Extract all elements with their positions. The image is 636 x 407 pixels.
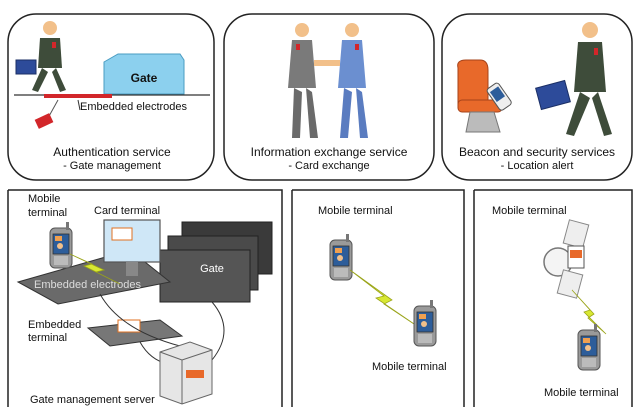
- embedded-electrodes-label-top: Embedded electrodes: [80, 101, 188, 113]
- embedded-electrodes-label-bottom: Embedded electrodes: [34, 279, 142, 291]
- panel-subtitle-information-exchange: - Card exchange: [288, 160, 369, 172]
- gate-label-bottom: Gate: [200, 263, 224, 275]
- cable-line: [99, 293, 181, 347]
- mobile-terminal-label-left-line2: terminal: [28, 207, 67, 219]
- gate-front-block: [159, 249, 251, 303]
- panel-frame: [473, 189, 633, 407]
- card-icon: [117, 319, 141, 333]
- briefcase-icon: [535, 79, 571, 111]
- mobile-phone-icon-right-bottom: [577, 323, 601, 371]
- mobile-terminal-label-mid-top: Mobile terminal: [318, 205, 393, 217]
- bottom-panel-card-exchange: Mobile terminal Mobile terminal: [291, 189, 465, 407]
- mobile-phone-icon-mid-top: [329, 233, 353, 281]
- cable-line: [211, 301, 225, 361]
- chair-figure: [457, 59, 503, 133]
- top-panel-authentication: Gate Embedded electrodes Authentication …: [7, 13, 215, 181]
- panel-title-authentication: Authentication service: [53, 145, 171, 159]
- card-icon: [111, 227, 133, 241]
- mobile-terminal-label-left: Mobile terminal: [28, 193, 67, 219]
- handshake-figures: [288, 23, 368, 138]
- panel-subtitle-beacon-security: - Location alert: [501, 160, 574, 172]
- panel-frame: [223, 13, 435, 181]
- mobile-terminal-label-right-top: Mobile terminal: [492, 205, 567, 217]
- walking-man-figure: [15, 21, 66, 92]
- panel-subtitle-authentication: - Gate management: [63, 160, 161, 172]
- panel-frame: [7, 189, 283, 407]
- walking-man-briefcase-figure: [535, 22, 612, 136]
- lightning-bolt-icon: [571, 289, 607, 335]
- phone-on-chair-icon: [486, 82, 512, 111]
- lightning-bolt-icon: [69, 253, 121, 285]
- bottom-panel-gate-management: Gate Embedded electrodes Card terminal M…: [7, 189, 283, 407]
- card-terminal-label: Card terminal: [94, 205, 160, 217]
- panel-frame: [291, 189, 465, 407]
- mobile-terminal-label-mid-bottom: Mobile terminal: [372, 361, 447, 373]
- electrode-strip: [44, 94, 112, 98]
- electrode-device: [34, 113, 54, 129]
- mobile-phone-icon-mid-bottom: [413, 299, 437, 347]
- mobile-terminal-label-left-line1: Mobile: [28, 193, 60, 205]
- top-panel-information-exchange: Information exchange service - Card exch…: [223, 13, 435, 181]
- panel-title-information-exchange: Information exchange service: [251, 145, 408, 159]
- gate-management-server-icon: [159, 341, 213, 405]
- top-panel-beacon-security: Beacon and security services - Location …: [441, 13, 633, 181]
- wristwatch-terminal-icon: [543, 219, 590, 299]
- card-terminal-screen: [103, 219, 161, 263]
- gate-label-top: Gate: [131, 71, 158, 85]
- lightning-bolt-icon: [349, 269, 421, 329]
- mobile-phone-icon-left: [49, 221, 73, 269]
- embedded-terminal-label: Embedded terminal: [28, 319, 84, 344]
- card-terminal-stand: [126, 262, 138, 276]
- panel-title-beacon-security: Beacon and security services: [459, 145, 615, 159]
- bottom-panel-location-alert: Mobile terminal Mobile terminal: [473, 189, 633, 407]
- mobile-terminal-label-right-bottom: Mobile terminal: [544, 387, 619, 399]
- briefcase-icon: [15, 59, 37, 75]
- gate-management-server-label: Gate management server: [30, 394, 155, 406]
